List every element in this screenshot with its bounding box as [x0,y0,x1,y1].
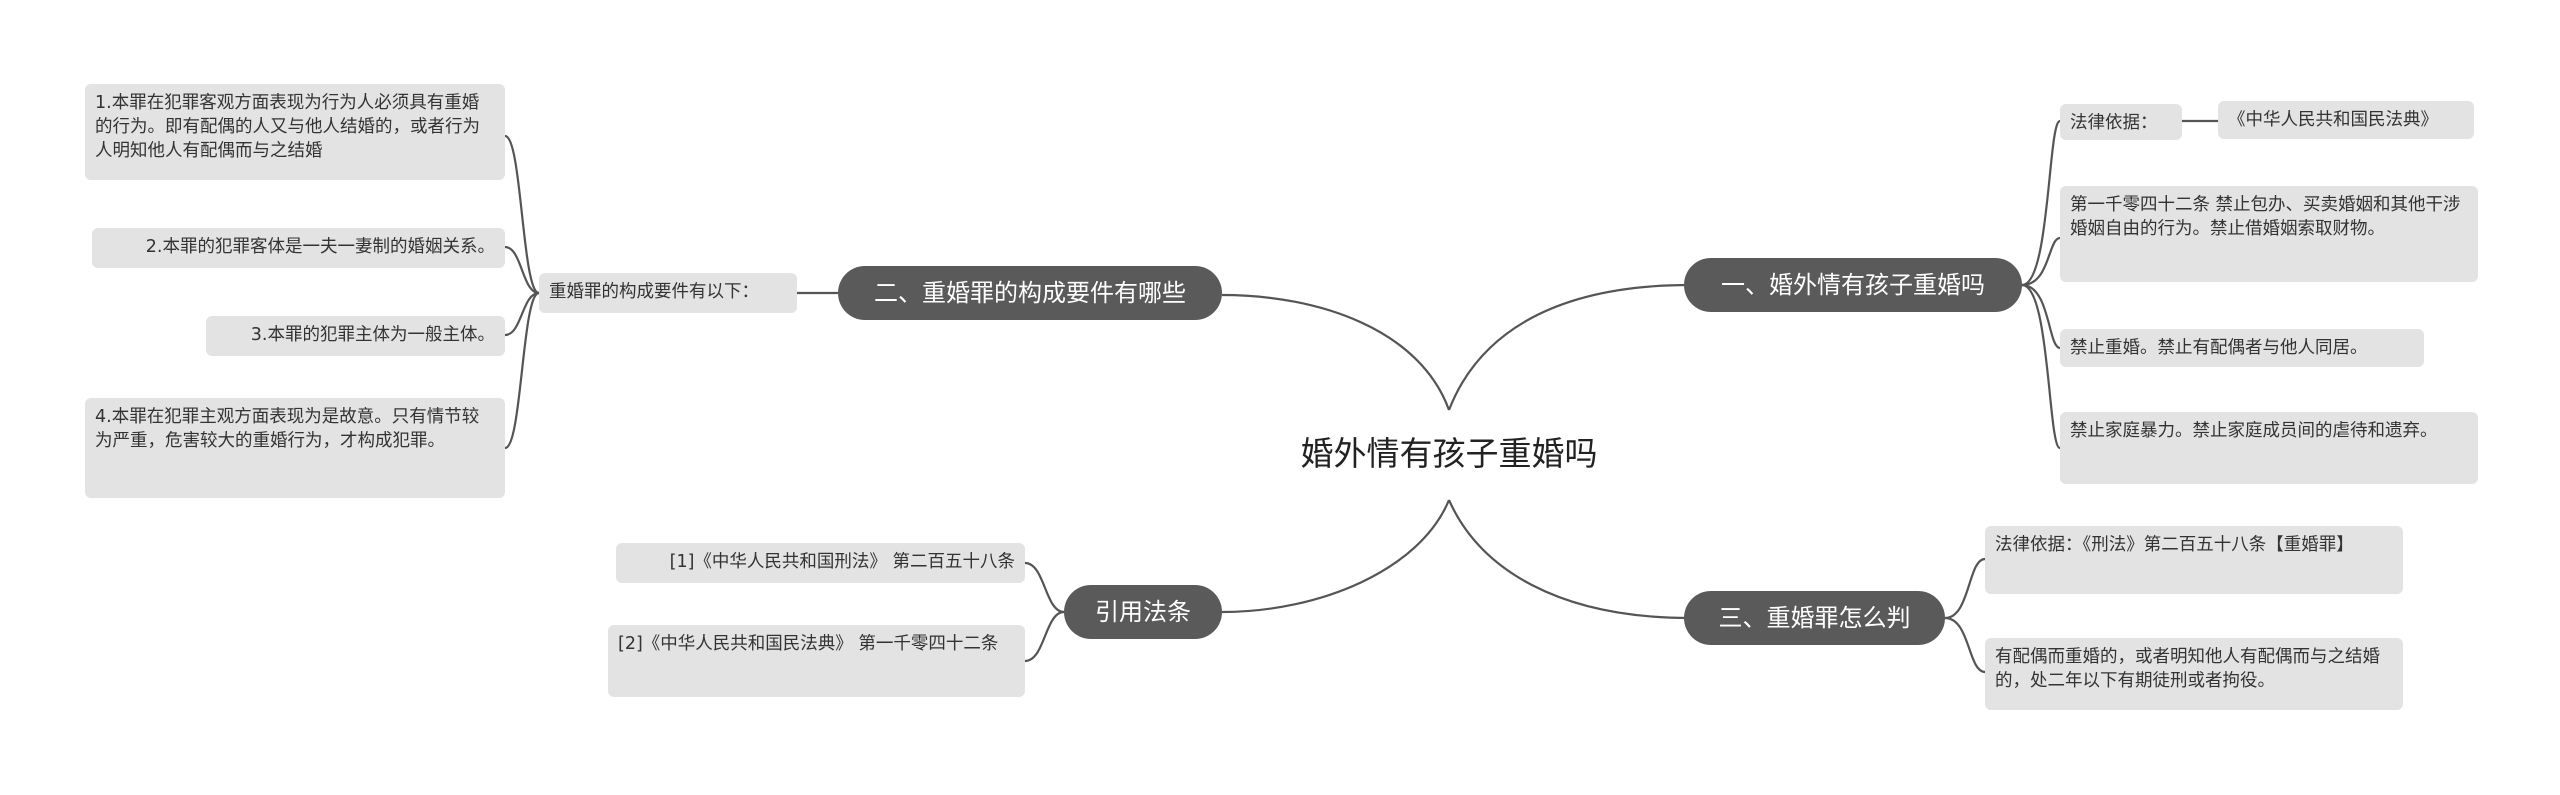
branch-b2[interactable]: 二、重婚罪的构成要件有哪些 [838,266,1222,320]
branch-b1[interactable]: 一、婚外情有孩子重婚吗 [1684,258,2022,312]
link-center-b2 [1221,293,1451,411]
leaf-b4-1[interactable]: [1]《中华人民共和国刑法》 第二百五十八条 [616,543,1025,583]
link-b4-leaf2 [1024,610,1065,663]
leaf-b2-1[interactable]: 1.本罪在犯罪客观方面表现为行为人必须具有重婚的行为。即有配偶的人又与他人结婚的… [85,84,505,180]
link-b2sub-leaf2 [504,245,540,295]
leaf-b1-2[interactable]: 第一千零四十二条 禁止包办、买卖婚姻和其他干涉婚姻自由的行为。禁止借婚姻索取财物… [2060,186,2478,282]
link-b3-leaf1 [1944,557,1986,620]
link-center-b3 [1447,499,1691,620]
leaf-b2-sub[interactable]: 重婚罪的构成要件有以下： [539,273,797,313]
link-b1-leaf4 [2021,283,2062,450]
link-b2sub-leaf3 [504,291,540,337]
leaf-b1-4[interactable]: 禁止家庭暴力。禁止家庭成员间的虐待和遗弃。 [2060,412,2478,484]
link-b2sub-leaf1 [504,134,540,295]
link-b1-leaf2 [2021,236,2061,287]
leaf-b1-3[interactable]: 禁止重婚。禁止有配偶者与他人同居。 [2060,329,2424,367]
link-b1-leaf1 [2021,119,2062,287]
leaf-b3-1[interactable]: 法律依据：《刑法》第二百五十八条【重婚罪】 [1985,526,2403,594]
leaf-b2-4[interactable]: 4.本罪在犯罪主观方面表现为是故意。只有情节较为严重，危害较大的重婚行为，才构成… [85,398,505,498]
branch-b4[interactable]: 引用法条 [1064,585,1222,639]
link-b4-leaf1 [1024,561,1065,614]
link-b3-leaf2 [1944,616,1986,674]
link-center-b1 [1447,283,1691,411]
leaf-b3-2[interactable]: 有配偶而重婚的，或者明知他人有配偶而与之结婚的，处二年以下有期徒刑或者拘役。 [1985,638,2403,710]
leaf-b1-1[interactable]: 法律依据： [2060,104,2182,140]
branch-b3[interactable]: 三、重婚罪怎么判 [1684,591,1945,645]
central-topic[interactable]: 婚外情有孩子重婚吗 [1300,434,1598,473]
leaf-b4-2[interactable]: [2]《中华人民共和国民法典》 第一千零四十二条 [608,625,1025,697]
link-b1-leaf3 [2021,283,2061,350]
link-center-b4 [1221,499,1451,614]
leaf-b1-1-sub[interactable]: 《中华人民共和国民法典》 [2218,101,2474,139]
leaf-b2-3[interactable]: 3.本罪的犯罪主体为一般主体。 [206,316,505,356]
link-b2sub-leaf4 [504,291,540,450]
leaf-b2-2[interactable]: 2.本罪的犯罪客体是一夫一妻制的婚姻关系。 [92,228,505,268]
